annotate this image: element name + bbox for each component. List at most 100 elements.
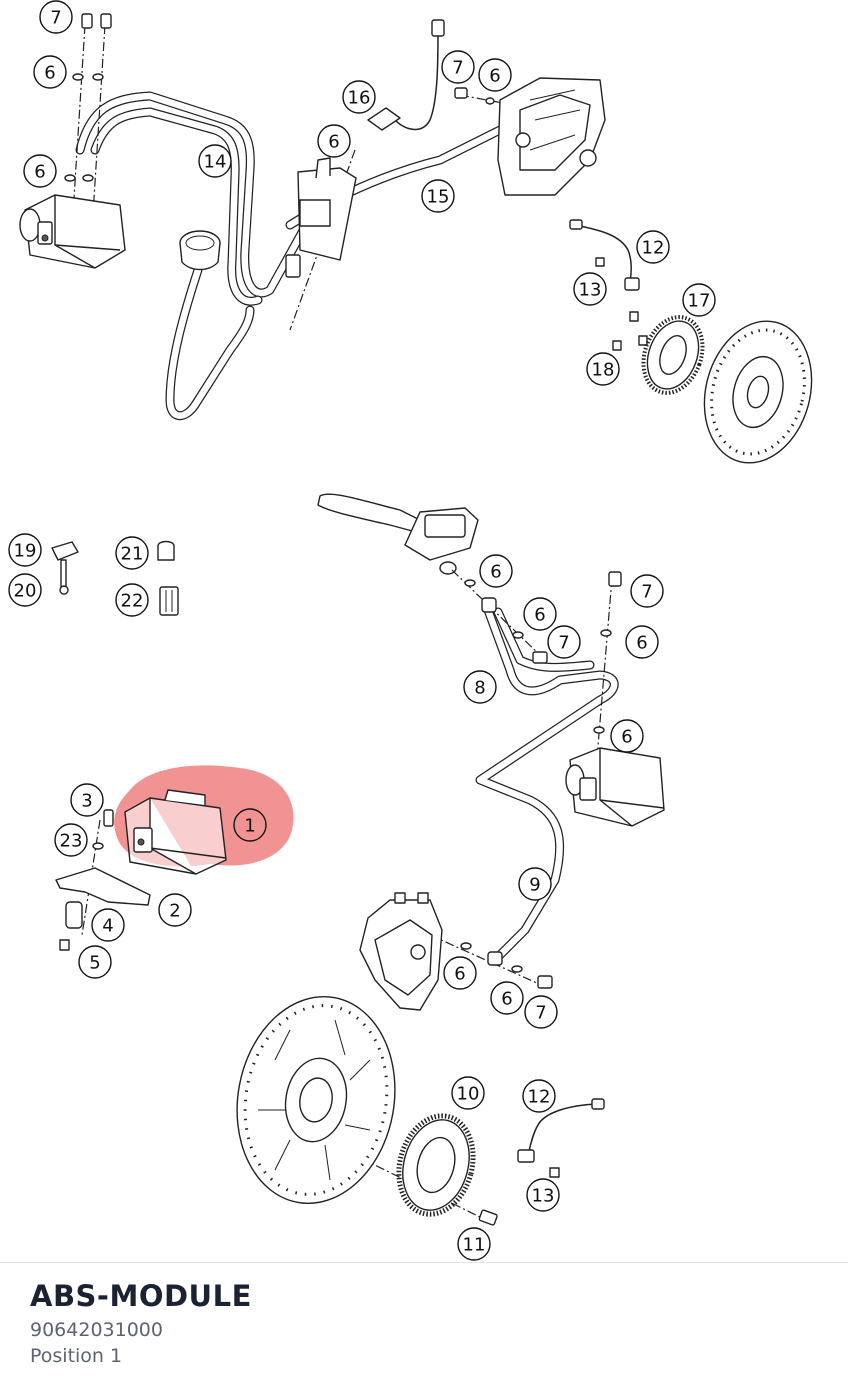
callout-circle [70,783,104,817]
callout-19[interactable]: 19 [8,533,42,567]
callout-circle [636,230,670,264]
callout-6[interactable]: 6 [317,124,351,158]
callout-label: 1 [244,816,255,837]
callout-20[interactable]: 20 [8,573,42,607]
callout-label: 8 [474,678,485,699]
small-parts-drawing [51,540,179,616]
callout-label: 20 [14,581,37,602]
callout-label: 22 [121,591,144,612]
abs-module-lower [565,747,665,827]
callout-13[interactable]: 13 [526,1178,560,1212]
callout-circle [115,536,149,570]
callout-3[interactable]: 3 [70,783,104,817]
callout-label: 7 [452,58,463,79]
callout-circle [522,1079,556,1113]
callout-label: 18 [592,360,615,381]
callout-11[interactable]: 11 [457,1227,491,1261]
callout-circle [342,80,376,114]
callout-label: 6 [621,727,632,748]
callout-circle [526,1178,560,1212]
callout-21[interactable]: 21 [115,536,149,570]
front-brake-disc [236,995,396,1205]
pad-22 [159,586,179,616]
callout-10[interactable]: 10 [451,1076,485,1110]
abs-tone-wheel-rear [641,315,705,395]
callout-17[interactable]: 17 [682,283,716,317]
pressure-sensor-16 [367,107,401,131]
callout-label: 21 [121,544,144,565]
callout-circle [158,893,192,927]
callout-circle [91,908,125,942]
connector-icon [431,19,445,37]
callout-9[interactable]: 9 [518,867,552,901]
callout-8[interactable]: 8 [463,670,497,704]
abs-bracket [55,809,151,951]
callout-circle [682,283,716,317]
callout-7[interactable]: 7 [630,574,664,608]
front-caliper [359,892,443,1011]
callout-6[interactable]: 6 [478,58,512,92]
callout-label: 4 [102,916,113,937]
callout-label: 2 [169,901,180,922]
callout-label: 6 [501,989,512,1010]
callout-circle [586,352,620,386]
callout-14[interactable]: 14 [198,144,232,178]
wheel-speed-sensor-rear [569,219,640,291]
callout-7[interactable]: 7 [524,995,558,1029]
callout-circle [625,625,659,659]
callout-16[interactable]: 16 [342,80,376,114]
callout-circle [198,144,232,178]
upper-assembly-drawing [19,13,813,464]
callout-circle [317,124,351,158]
callout-circle [8,573,42,607]
bracket-19 [51,541,79,561]
callout-label: 6 [490,562,501,583]
callout-6[interactable]: 6 [610,719,644,753]
callout-7[interactable]: 7 [441,50,475,84]
callout-label: 19 [14,541,37,562]
lower-assembly-drawing [55,493,665,1226]
callout-6[interactable]: 6 [23,154,57,188]
callout-circle [547,625,581,659]
callout-6[interactable]: 6 [479,554,513,588]
banjo-bolt-top-left [64,13,112,182]
callout-label: 12 [528,1087,551,1108]
part-position: Position 1 [30,1345,123,1367]
callout-23[interactable]: 23 [54,823,88,857]
callout-label: 6 [454,964,465,985]
callout-6[interactable]: 6 [490,981,524,1015]
abs-module-highlight[interactable] [114,765,294,875]
callout-circle [523,597,557,631]
rear-caliper [497,77,606,196]
callout-label: 7 [50,8,61,29]
callout-22[interactable]: 22 [115,583,149,617]
callout-6[interactable]: 6 [443,956,477,990]
callout-4[interactable]: 4 [91,908,125,942]
callout-circle [443,956,477,990]
callout-5[interactable]: 5 [78,945,112,979]
callout-label: 7 [558,633,569,654]
callout-6[interactable]: 6 [523,597,557,631]
callout-7[interactable]: 7 [547,625,581,659]
callout-6[interactable]: 6 [625,625,659,659]
callout-circle [490,981,524,1015]
callout-12[interactable]: 12 [636,230,670,264]
callout-2[interactable]: 2 [158,893,192,927]
callout-circle [630,574,664,608]
rear-brake-disc [703,320,813,464]
callout-18[interactable]: 18 [586,352,620,386]
callout-15[interactable]: 15 [421,179,455,213]
callout-13[interactable]: 13 [573,272,607,306]
callout-circle [8,533,42,567]
callout-1[interactable]: 1 [233,808,267,842]
callout-label: 5 [89,953,100,974]
callout-7[interactable]: 7 [39,0,73,34]
callout-label: 10 [457,1084,480,1105]
front-master-cylinder [317,493,479,575]
callout-12[interactable]: 12 [522,1079,556,1113]
callout-6[interactable]: 6 [33,55,67,89]
callout-label: 7 [535,1003,546,1024]
callout-circle [23,154,57,188]
callout-label: 13 [532,1186,555,1207]
